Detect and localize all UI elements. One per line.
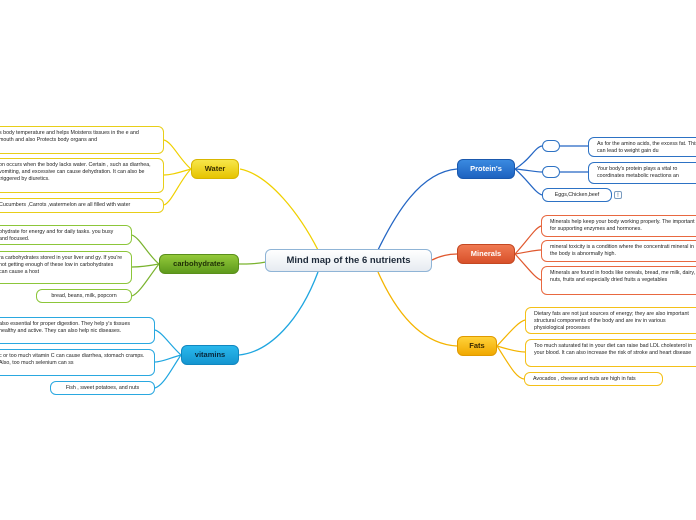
proteins-subnode-1[interactable] <box>542 140 560 152</box>
proteins-subnode-2[interactable] <box>542 166 560 178</box>
connector-carbohydrates <box>238 261 267 265</box>
vitamins-leaf-3[interactable]: Fish , sweet potatoes, and nuts <box>50 381 155 395</box>
connector-minerals <box>431 253 458 261</box>
connector-proteins <box>377 168 458 251</box>
connector-vitamins <box>238 271 319 356</box>
proteins-leaf-2[interactable]: Your body's protein plays a vital ro coo… <box>588 162 696 184</box>
fats-leaf-2[interactable]: Too much saturated fat in your diet can … <box>525 339 696 367</box>
minerals-leaf-3[interactable]: Minerals are found in foods like cereals… <box>541 266 696 295</box>
central-topic[interactable]: Mind map of the 6 nutrients <box>265 249 432 272</box>
proteins-leaf-1[interactable]: As for the amino acids, the excess fat. … <box>588 137 696 157</box>
water-leaf-3[interactable]: Cucumbers ,Carrots ,watermelon are all f… <box>0 198 164 213</box>
topic-carbohydrates[interactable]: carbohydrates <box>159 254 239 274</box>
topic-minerals[interactable]: Minerals <box>457 244 515 264</box>
fats-leaf-1[interactable]: Dietary fats are not just sources of ene… <box>525 307 696 334</box>
topic-vitamins[interactable]: vitamins <box>181 345 239 365</box>
vitamins-leaf-1[interactable]: also essential for proper digestion. The… <box>0 317 155 344</box>
minerals-leaf-2[interactable]: mineral toxicity is a condition where th… <box>541 240 696 262</box>
topic-water[interactable]: Water <box>191 159 239 179</box>
carbohydrates-leaf-1[interactable]: ohydrate for energy and for daily tasks.… <box>0 225 132 245</box>
topic-proteins[interactable]: Protein's <box>457 159 515 179</box>
fats-leaf-3[interactable]: Avocados , cheese and nuts are high in f… <box>524 372 663 386</box>
proteins-leaf-3[interactable]: Eggs,Chicken,beef <box>542 188 612 202</box>
carbohydrates-leaf-2[interactable]: ra carbohydrates stored in your liver an… <box>0 251 132 284</box>
minerals-leaf-1[interactable]: Minerals help keep your body working pro… <box>541 215 696 237</box>
note-icon[interactable]: ! <box>614 191 622 199</box>
topic-fats[interactable]: Fats <box>457 336 497 356</box>
carbohydrates-leaf-3[interactable]: bread, beans, milk, popcorn <box>36 289 132 303</box>
water-leaf-2[interactable]: on occurs when the body lacks water. Cer… <box>0 158 164 193</box>
connector-water <box>239 168 319 251</box>
vitamins-leaf-2[interactable]: c or too much vitamin C can cause diarrh… <box>0 349 155 376</box>
water-leaf-1[interactable]: s body temperature and helps Moistens ti… <box>0 126 164 154</box>
connector-fats <box>377 271 458 347</box>
